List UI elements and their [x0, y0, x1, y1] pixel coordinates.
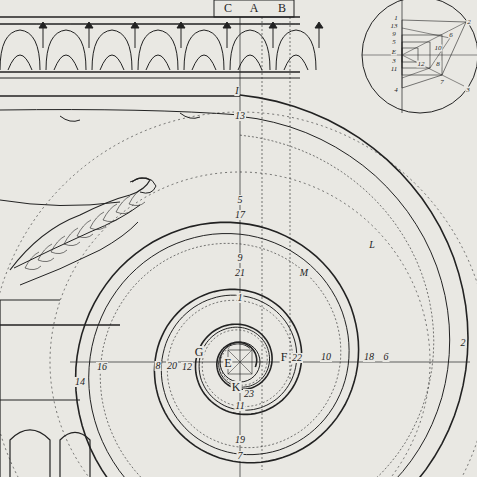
callout-number: G — [194, 346, 205, 358]
callout-number: 9 — [237, 253, 244, 263]
callout-number: 9 — [391, 31, 397, 38]
callout-number: 14 — [74, 377, 86, 387]
callout-number: 7 — [439, 79, 445, 86]
callout-number: C — [223, 2, 233, 14]
callout-number: 10 — [434, 45, 443, 52]
callout-number: 16 — [96, 362, 108, 372]
callout-number: 5 — [237, 195, 244, 205]
callout-number: 1 — [393, 15, 399, 22]
callout-number: A — [249, 2, 260, 14]
callout-number: 8 — [155, 361, 162, 371]
callout-number: 17 — [234, 210, 246, 220]
callout-number: E — [223, 357, 232, 369]
callout-number: E — [391, 49, 397, 56]
callout-number: B — [277, 2, 287, 14]
callout-number: M — [299, 268, 309, 278]
callout-number: 8 — [435, 61, 441, 68]
callout-number: 6 — [383, 352, 390, 362]
callout-number: 18 — [363, 352, 375, 362]
callout-number: 11 — [390, 66, 398, 73]
callout-number: 4 — [393, 87, 399, 94]
callout-number: F — [280, 351, 289, 363]
callout-number: 6 — [448, 32, 454, 39]
callout-number: K — [231, 381, 242, 393]
callout-number: 12 — [417, 61, 426, 68]
callout-number: 13 — [234, 111, 246, 121]
callout-number: 7 — [237, 451, 244, 461]
callout-number: 3 — [465, 87, 471, 94]
callout-number: 10 — [320, 352, 332, 362]
callout-number: 3 — [391, 58, 397, 65]
callout-number: 13 — [390, 23, 399, 30]
callout-number: 12 — [181, 362, 193, 372]
callout-number: 22 — [291, 353, 303, 363]
callout-number: I — [234, 86, 239, 96]
callout-number: 11 — [234, 401, 245, 411]
callout-number: 2 — [460, 338, 467, 348]
callout-number: 19 — [234, 435, 246, 445]
callout-number: 21 — [234, 268, 246, 278]
callout-number: 5 — [391, 39, 397, 46]
callout-number: 20 — [166, 361, 178, 371]
callout-number: 23 — [243, 389, 255, 399]
callout-number: 2 — [466, 19, 472, 26]
callout-number: L — [368, 240, 376, 250]
callout-number: 1 — [237, 293, 244, 303]
